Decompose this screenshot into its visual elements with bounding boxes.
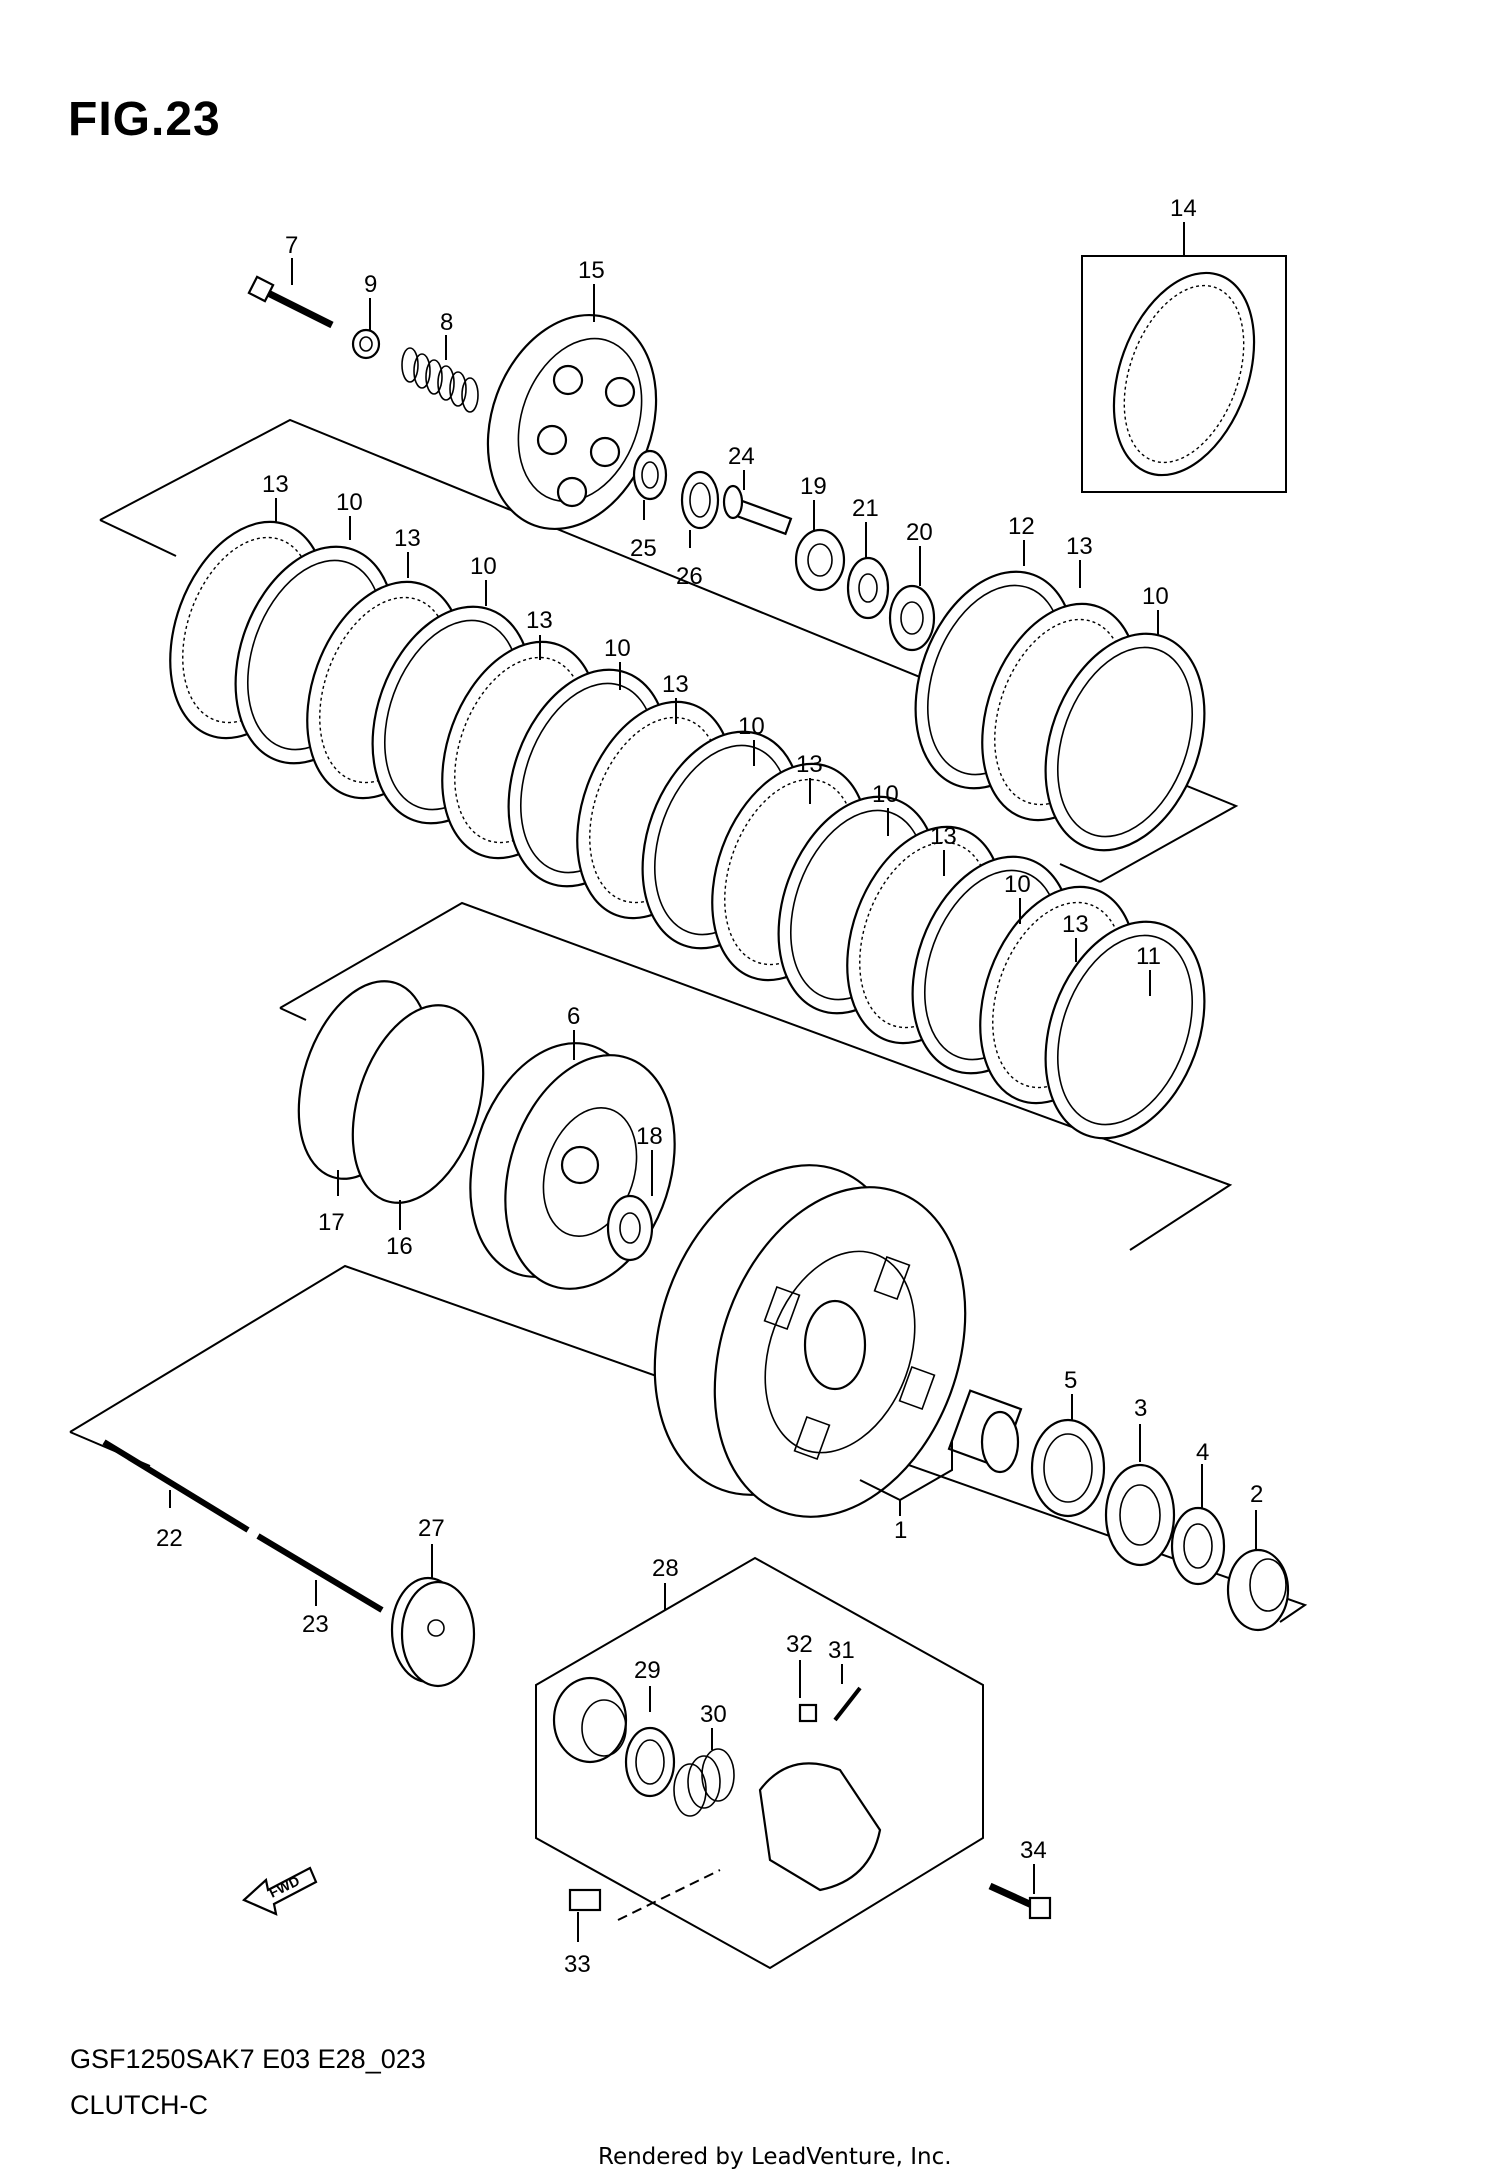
callout-13e: 13 [796, 751, 823, 778]
callout-31: 31 [828, 1637, 855, 1664]
callout-3: 3 [1134, 1395, 1147, 1422]
callout-labels: 1 2 3 4 5 6 7 8 9 10 10 10 10 10 10 10 1… [156, 195, 1263, 1978]
callout-9: 9 [364, 271, 377, 298]
callout-10f: 10 [1004, 871, 1031, 898]
callout-10d: 10 [738, 713, 765, 740]
section-name: CLUTCH-C [70, 2090, 208, 2120]
fwd-badge: FWD [242, 1866, 318, 1916]
kit-box-14 [1081, 222, 1287, 493]
callout-28: 28 [652, 1555, 679, 1582]
callout-13h: 13 [1066, 533, 1093, 560]
callout-26: 26 [676, 563, 703, 590]
callout-13f: 13 [930, 823, 957, 850]
pressure-hardware [247, 275, 936, 652]
callout-18: 18 [636, 1123, 663, 1150]
callout-25: 25 [630, 535, 657, 562]
callout-16: 16 [386, 1233, 413, 1260]
callout-10c: 10 [604, 635, 631, 662]
push-rods [102, 1439, 476, 1688]
callout-2: 2 [1250, 1481, 1263, 1508]
release-assembly-box [535, 1556, 984, 1970]
callout-20: 20 [906, 519, 933, 546]
callout-1: 1 [894, 1517, 907, 1544]
callout-19: 19 [800, 473, 827, 500]
callout-21: 21 [852, 495, 879, 522]
callout-10a: 10 [336, 489, 363, 516]
clutch-plates [169, 520, 1206, 1140]
callout-7: 7 [285, 232, 298, 259]
figure-title: FIG.23 [68, 93, 221, 146]
callout-13b: 13 [394, 525, 421, 552]
callout-10e: 10 [872, 781, 899, 808]
callout-15: 15 [578, 257, 605, 284]
callout-13a: 13 [262, 471, 289, 498]
release-parts [552, 1676, 1052, 1921]
plate-stack-outline-lower [279, 901, 1233, 1251]
callout-30: 30 [700, 1701, 727, 1728]
callout-24: 24 [728, 443, 755, 470]
callout-34: 34 [1020, 1837, 1047, 1864]
callout-14: 14 [1170, 195, 1197, 222]
callout-22: 22 [156, 1525, 183, 1552]
render-credit: Rendered by LeadVenture, Inc. [598, 2144, 952, 2170]
callout-13g: 13 [1062, 911, 1089, 938]
callout-29: 29 [634, 1657, 661, 1684]
callout-10b: 10 [470, 553, 497, 580]
leader-lines [169, 258, 1257, 1942]
callout-13c: 13 [526, 607, 553, 634]
callout-13d: 13 [662, 671, 689, 698]
callout-4: 4 [1196, 1439, 1209, 1466]
callout-17: 17 [318, 1209, 345, 1236]
model-code: GSF1250SAK7 E03 E28_023 [70, 2044, 426, 2074]
callout-12: 12 [1008, 513, 1035, 540]
callout-23: 23 [302, 1611, 329, 1638]
callout-8: 8 [440, 309, 453, 336]
callout-27: 27 [418, 1515, 445, 1542]
clutch-hub-parts [297, 980, 1290, 1632]
plate-stack-outline [99, 418, 1239, 883]
callout-11: 11 [1136, 943, 1161, 970]
callout-33: 33 [564, 1951, 591, 1978]
callout-6: 6 [567, 1003, 580, 1030]
callout-32: 32 [786, 1631, 813, 1658]
callout-10g: 10 [1142, 583, 1169, 610]
callout-5: 5 [1064, 1367, 1077, 1394]
